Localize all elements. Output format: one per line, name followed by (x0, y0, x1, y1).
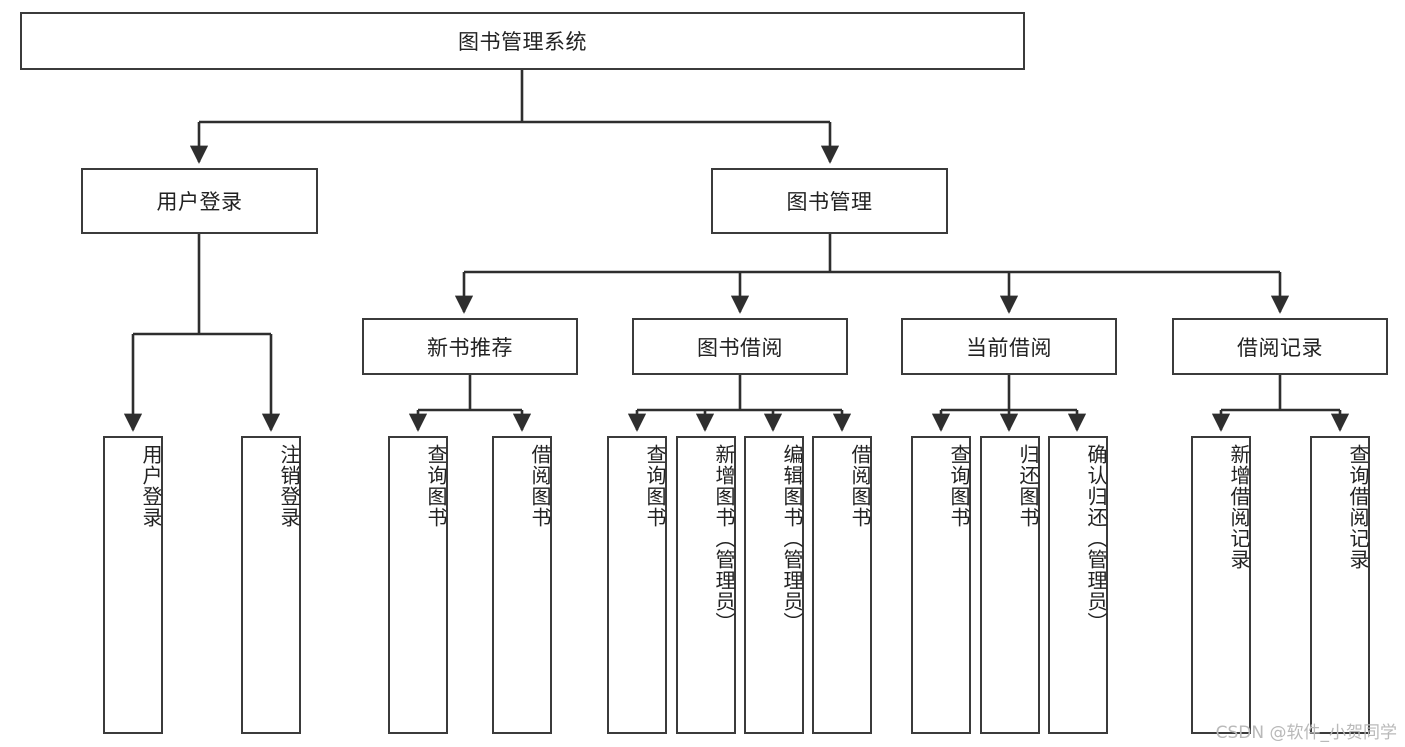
node-label: 查询图书 (424, 444, 448, 528)
leaf-book-borrow-1[interactable]: 查询图书 (607, 436, 667, 734)
leaf-user-login-2[interactable]: 注销登录 (241, 436, 301, 734)
node-new-book-recommend[interactable]: 新书推荐 (362, 318, 578, 375)
node-book-management[interactable]: 图书管理 (711, 168, 948, 234)
node-label: 新书推荐 (427, 335, 513, 360)
node-label: 图书管理系统 (458, 30, 587, 54)
node-label: 归还图书 (1016, 444, 1040, 528)
node-label: 借阅记录 (1237, 335, 1323, 360)
node-label: 查询图书 (643, 444, 667, 528)
node-label: 当前借阅 (966, 335, 1052, 360)
node-current-borrow[interactable]: 当前借阅 (901, 318, 1117, 375)
leaf-book-borrow-3[interactable]: 编辑图书（管理员） (744, 436, 804, 734)
node-borrow-record[interactable]: 借阅记录 (1172, 318, 1388, 375)
leaf-borrow-record-2[interactable]: 查询借阅记录 (1310, 436, 1370, 734)
csdn-watermark: CSDN @软件_小贺同学 (1215, 723, 1397, 743)
node-label: 图书借阅 (697, 335, 783, 360)
node-label: 用户登录 (156, 190, 243, 214)
leaf-book-borrow-2[interactable]: 新增图书（管理员） (676, 436, 736, 734)
node-label: 新增图书（管理员） (712, 444, 736, 633)
node-label: 确认归还（管理员） (1084, 444, 1108, 633)
leaf-current-borrow-2[interactable]: 归还图书 (980, 436, 1040, 734)
node-label: 注销登录 (277, 444, 301, 528)
node-label: 查询图书 (947, 444, 971, 528)
node-label: 查询借阅记录 (1346, 444, 1370, 570)
node-label: 新增借阅记录 (1227, 444, 1251, 570)
node-user-login[interactable]: 用户登录 (81, 168, 318, 234)
node-root-book-management-system[interactable]: 图书管理系统 (20, 12, 1025, 70)
node-label: 图书管理 (786, 190, 873, 214)
node-label: 借阅图书 (528, 444, 552, 528)
leaf-current-borrow-1[interactable]: 查询图书 (911, 436, 971, 734)
node-label: 用户登录 (139, 444, 163, 528)
leaf-book-borrow-4[interactable]: 借阅图书 (812, 436, 872, 734)
leaf-new-book-recommend-2[interactable]: 借阅图书 (492, 436, 552, 734)
node-book-borrow[interactable]: 图书借阅 (632, 318, 848, 375)
leaf-new-book-recommend-1[interactable]: 查询图书 (388, 436, 448, 734)
node-label: 编辑图书（管理员） (780, 444, 804, 633)
leaf-borrow-record-1[interactable]: 新增借阅记录 (1191, 436, 1251, 734)
leaf-user-login-1[interactable]: 用户登录 (103, 436, 163, 734)
leaf-current-borrow-3[interactable]: 确认归还（管理员） (1048, 436, 1108, 734)
node-label: 借阅图书 (848, 444, 872, 528)
